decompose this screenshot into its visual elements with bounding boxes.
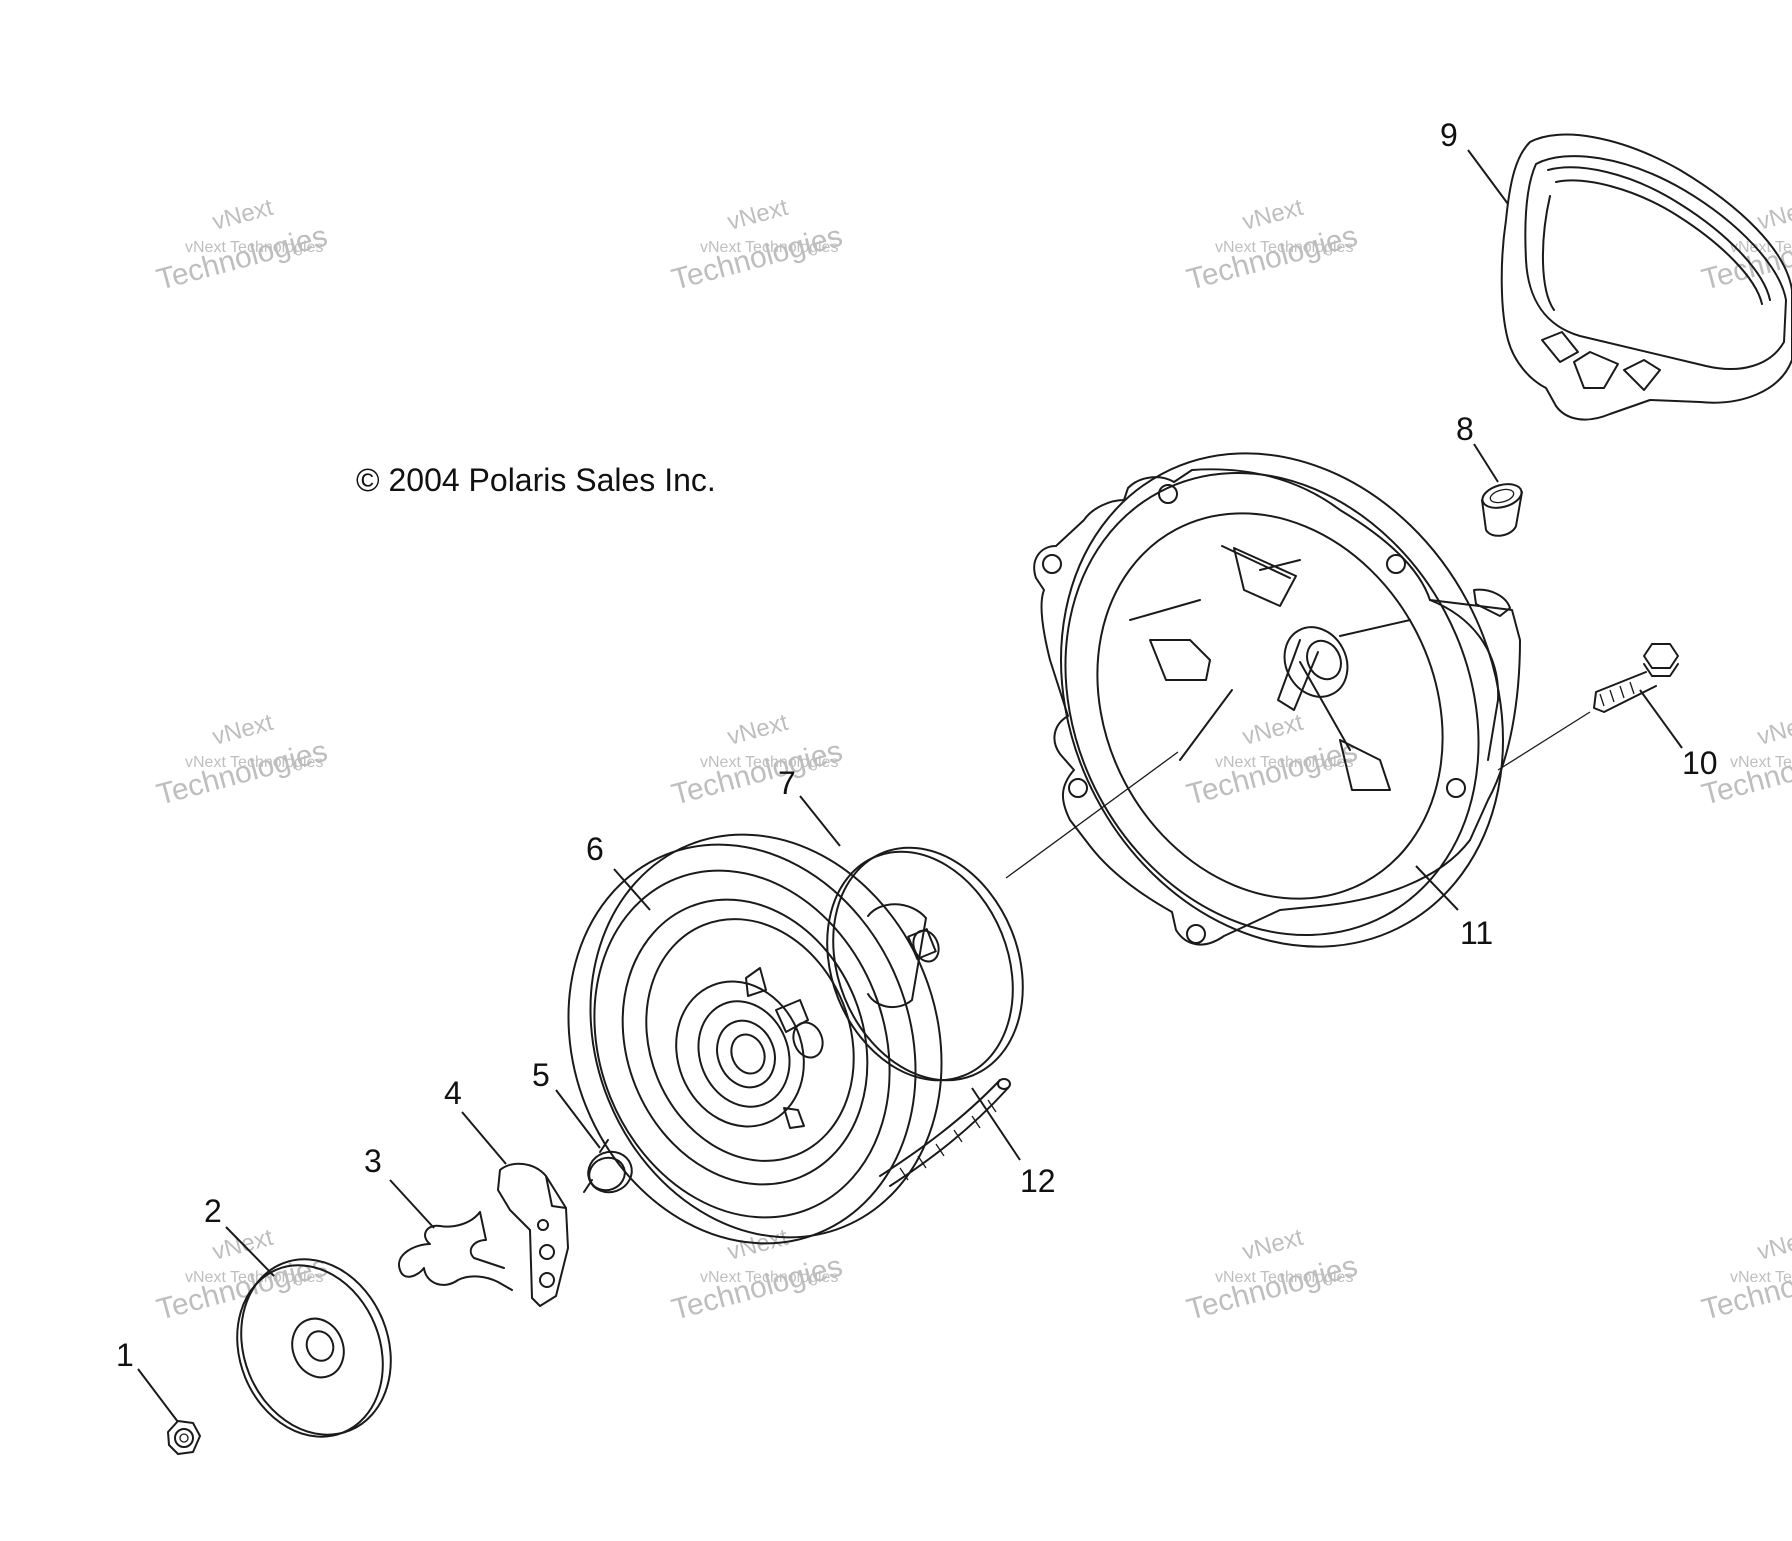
watermark-text: vNext: [1240, 709, 1307, 751]
watermark-text: vNext Technologies: [700, 754, 838, 771]
watermark-text: vNext Technologies: [185, 754, 323, 771]
part-12-rope: [879, 1078, 1011, 1187]
watermark-text: vNext Technologies: [185, 1269, 323, 1286]
watermark-text: vNext: [210, 194, 277, 236]
watermark-text: Technologies: [668, 735, 846, 812]
part-5-spring: [583, 1139, 633, 1194]
part-6-pulley: [567, 833, 943, 1245]
watermark-text: vNext Technologies: [700, 239, 838, 256]
watermark-text: vNext: [1755, 1224, 1792, 1266]
assembly-axis: [1005, 711, 1591, 879]
callout-6: 6: [586, 831, 604, 867]
leader-lines: [137, 149, 1683, 1423]
callout-7: 7: [778, 765, 796, 801]
watermark-text: Technologies: [1183, 220, 1361, 297]
part-3-spring-clip: [398, 1211, 513, 1291]
watermark-text: vNext: [1240, 194, 1307, 236]
part-11-housing: [1033, 452, 1521, 948]
watermark-text: vNext Technologies: [1730, 754, 1792, 771]
callout-1: 1: [116, 1337, 134, 1373]
watermark-text: vNext Technologies: [185, 239, 323, 256]
part-8-bushing: [1481, 483, 1523, 537]
part-1-nut: [167, 1420, 201, 1455]
callout-12: 12: [1020, 1163, 1056, 1199]
watermark-text: vNext: [725, 709, 792, 751]
part-10-bolt: [1593, 643, 1679, 713]
callouts: 1 2 3 4 5 6 7 8 9 10 11 12: [116, 117, 1718, 1373]
callout-9: 9: [1440, 117, 1458, 153]
callout-2: 2: [204, 1193, 222, 1229]
watermark-text: vNext: [210, 709, 277, 751]
watermark-text: vNext: [725, 1224, 792, 1266]
watermark-text: vNext Technologies: [700, 1269, 838, 1286]
copyright-notice: © 2004 Polaris Sales Inc.: [356, 462, 716, 498]
watermark-text: vNext: [1240, 1224, 1307, 1266]
part-2-disc: [236, 1258, 392, 1438]
watermark-text: vNext: [725, 194, 792, 236]
watermark-text: vNext Technologies: [1730, 1269, 1792, 1286]
callout-10: 10: [1682, 745, 1718, 781]
watermark-text: Technologies: [1183, 735, 1361, 812]
watermark-text: Technologies: [668, 220, 846, 297]
watermark-text: vNext Technologies: [1215, 754, 1353, 771]
part-9-handle: [1500, 133, 1792, 421]
callout-4: 4: [444, 1075, 462, 1111]
watermark-text: vNext: [1755, 194, 1792, 236]
watermark-text: Technologies: [1183, 1250, 1361, 1327]
watermark-text: Technologies: [153, 735, 331, 812]
callout-11: 11: [1460, 915, 1493, 951]
callout-5: 5: [532, 1057, 550, 1093]
watermark-text: vNext: [1755, 709, 1792, 751]
callout-3: 3: [364, 1143, 382, 1179]
watermark-text: vNext Technologies: [1215, 239, 1353, 256]
part-4-pawl: [497, 1162, 569, 1307]
watermark-text: Technologies: [153, 220, 331, 297]
callout-8: 8: [1456, 411, 1474, 447]
watermark-text: Technologies: [668, 1250, 846, 1327]
watermark-text: vNext Technologies: [1215, 1269, 1353, 1286]
watermark-layer: vNext vNext Technologies Technologies vN…: [153, 194, 1792, 1327]
